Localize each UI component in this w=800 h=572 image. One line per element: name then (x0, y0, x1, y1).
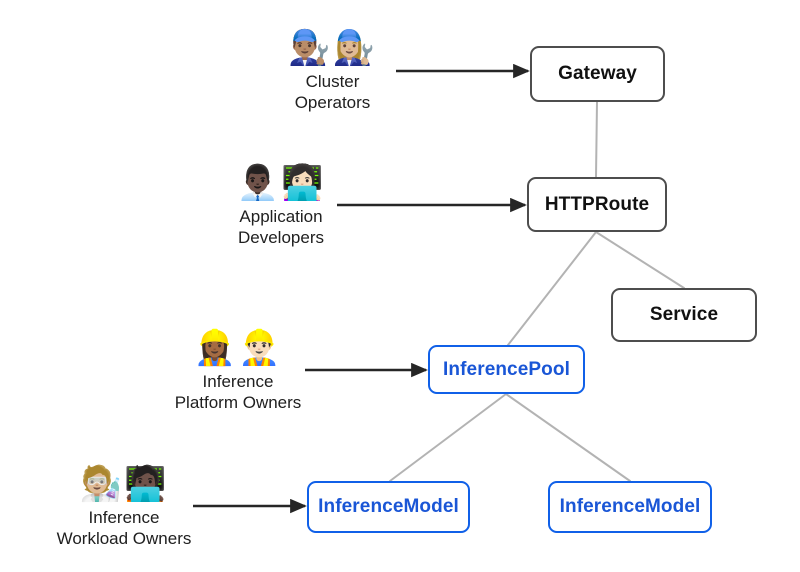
actor-label-line1: Inference (88, 508, 160, 527)
scientist-icon: 🧑🏼‍🔬🧑🏿‍💻 (79, 464, 169, 504)
actor-label-line2: Developers (238, 228, 324, 247)
actor-label-line2: Workload Owners (56, 529, 192, 548)
node-label: InferenceModel (559, 496, 701, 517)
node-service: Service (611, 288, 757, 342)
node-label: Gateway (558, 63, 637, 84)
actor-label-line1: Cluster (305, 72, 360, 91)
actor-label-line2: Operators (294, 93, 371, 112)
edge-gateway-httproute (595, 101, 598, 178)
node-inferencemodel1: InferenceModel (307, 481, 470, 533)
node-inferencepool: InferencePool (428, 345, 585, 394)
edge-inferencepool-inferencemodel1 (389, 393, 507, 482)
actor-label-line1: Application (239, 207, 323, 226)
node-inferencemodel2: InferenceModel (548, 481, 712, 533)
man-mechanic-icon: 👨🏽‍🔧👩🏼‍🔧 (288, 28, 377, 68)
edge-httproute-inferencepool (507, 231, 597, 346)
actor-arrows (193, 63, 530, 514)
actor-label-line2: Platform Owners (174, 393, 302, 412)
node-gateway: Gateway (530, 46, 665, 102)
node-label: InferencePool (443, 358, 570, 380)
man-office-worker-icon: 👨🏿‍💼👩🏻‍💻 (236, 163, 326, 203)
actor-label-line1: Inference (202, 372, 274, 391)
edge-inferencepool-inferencemodel2 (505, 393, 631, 482)
node-label: HTTPRoute (544, 193, 650, 215)
node-httproute: HTTPRoute (527, 177, 667, 232)
edge-httproute-service (595, 231, 685, 289)
woman-construction-worker-icon: 👷🏾‍♀️👷🏻‍♂️ (193, 328, 283, 368)
node-label: Service (649, 304, 719, 325)
node-label: InferenceModel (318, 496, 459, 517)
